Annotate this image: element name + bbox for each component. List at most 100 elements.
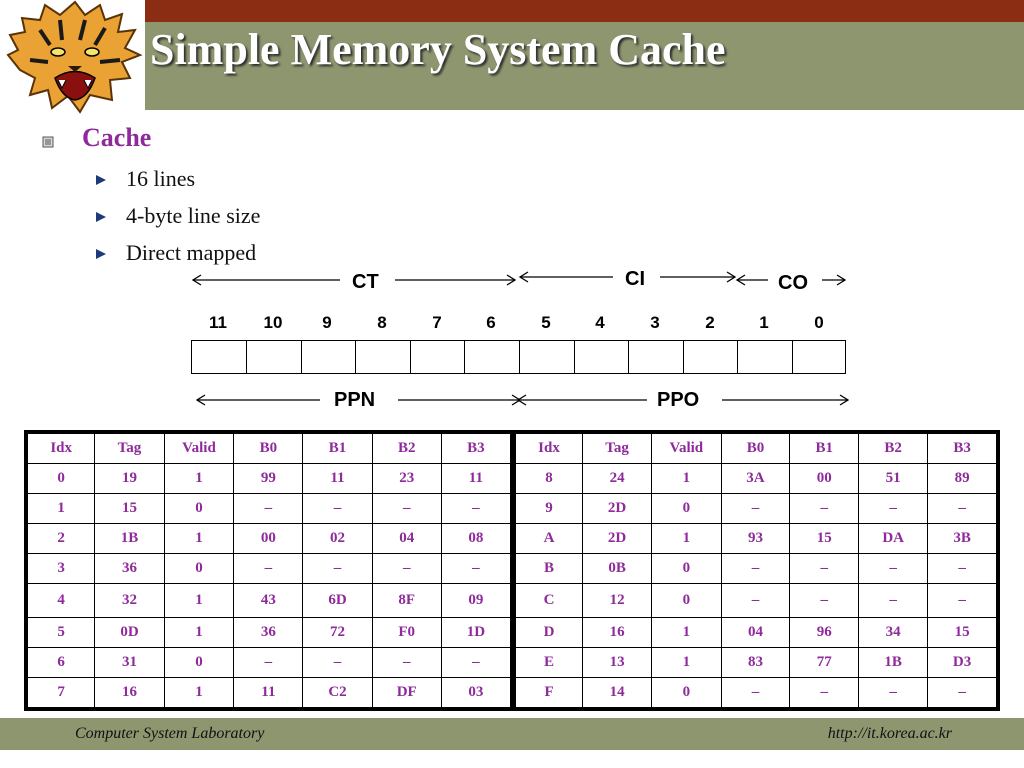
table-cell: –	[927, 583, 997, 618]
table-cell: –	[720, 553, 791, 584]
table-cell: –	[858, 583, 929, 618]
bit-number: 10	[263, 313, 283, 332]
ppn-label: PPN	[334, 389, 376, 411]
table-header-cell: B2	[371, 433, 442, 464]
table-header-cell: B3	[927, 433, 997, 464]
table-cell: 0	[163, 553, 235, 584]
table-cell: 77	[789, 647, 860, 678]
table-header-cell: Idx	[26, 433, 96, 464]
table-cell: –	[927, 677, 997, 708]
table-cell: 51	[858, 463, 929, 494]
table-cell: 0	[163, 647, 235, 678]
bit-box-divider	[246, 341, 247, 373]
table-cell: 24	[582, 463, 653, 494]
triangle-bullet-icon	[96, 175, 106, 185]
table-cell: 08	[440, 523, 512, 554]
table-cell: 0	[651, 583, 722, 618]
table-cell: –	[789, 493, 860, 524]
table-cell: –	[371, 647, 442, 678]
tiger-logo-icon	[6, 0, 143, 114]
table-cell: 1	[651, 647, 722, 678]
table-cell: 96	[789, 617, 860, 648]
bit-number: 2	[705, 313, 715, 332]
address-bit-boxes	[191, 340, 846, 374]
table-cell: 2D	[582, 523, 653, 554]
bit-box-divider	[410, 341, 411, 373]
table-cell: DF	[371, 677, 442, 708]
table-cell: 1	[651, 463, 722, 494]
table-cell: 7	[26, 677, 96, 708]
ci-label: CI	[625, 268, 645, 290]
table-cell: 99	[233, 463, 304, 494]
table-cell: –	[858, 553, 929, 584]
table-cell: 0	[651, 493, 722, 524]
table-cell: 1	[651, 617, 722, 648]
table-header-cell: B3	[440, 433, 512, 464]
table-cell: –	[858, 677, 929, 708]
table-cell: F0	[371, 617, 442, 648]
table-cell: –	[720, 583, 791, 618]
table-cell: C2	[302, 677, 373, 708]
bit-box-divider	[574, 341, 575, 373]
bit-number: 11	[209, 313, 227, 332]
table-cell: –	[858, 493, 929, 524]
table-header-cell: B0	[233, 433, 304, 464]
table-cell: 03	[440, 677, 512, 708]
table-cell: 23	[371, 463, 442, 494]
address-arrows	[191, 271, 850, 406]
sub-bullet-text: 16 lines	[126, 166, 196, 191]
table-cell: 12	[582, 583, 653, 618]
bit-box-divider	[792, 341, 793, 373]
table-cell: 00	[233, 523, 304, 554]
table-cell: 9	[514, 493, 584, 524]
table-header-cell: Tag	[94, 433, 165, 464]
table-cell: 31	[94, 647, 165, 678]
table-cell: 1	[651, 523, 722, 554]
table-cell: –	[440, 647, 512, 678]
table-cell: D3	[927, 647, 997, 678]
table-cell: F	[514, 677, 584, 708]
table-cell: –	[927, 553, 997, 584]
table-cell: 32	[94, 583, 165, 618]
table-cell: –	[927, 493, 997, 524]
bit-number: 7	[432, 313, 442, 332]
table-cell: 5	[26, 617, 96, 648]
bit-number: 1	[759, 313, 769, 332]
table-cell: –	[371, 553, 442, 584]
table-cell: 6	[26, 647, 96, 678]
table-cell: 15	[927, 617, 997, 648]
table-cell: 1	[163, 523, 235, 554]
table-header-cell: B0	[720, 433, 791, 464]
footer-bar: Computer System Laboratory http://it.kor…	[0, 718, 1024, 750]
table-cell: 15	[94, 493, 165, 524]
table-cell: –	[302, 553, 373, 584]
table-cell: 83	[720, 647, 791, 678]
table-cell: 2D	[582, 493, 653, 524]
bit-box-divider	[683, 341, 684, 373]
table-cell: 15	[789, 523, 860, 554]
bit-box-divider	[628, 341, 629, 373]
table-cell: 36	[94, 553, 165, 584]
table-cell: –	[720, 677, 791, 708]
table-cell: 19	[94, 463, 165, 494]
sub-bullet-text: Direct mapped	[126, 240, 257, 265]
table-cell: 89	[927, 463, 997, 494]
table-cell: 1	[163, 677, 235, 708]
table-header-cell: B2	[858, 433, 929, 464]
table-cell: 16	[582, 617, 653, 648]
table-cell: 16	[94, 677, 165, 708]
table-cell: 2	[26, 523, 96, 554]
bit-box-divider	[301, 341, 302, 373]
table-cell: 1D	[440, 617, 512, 648]
